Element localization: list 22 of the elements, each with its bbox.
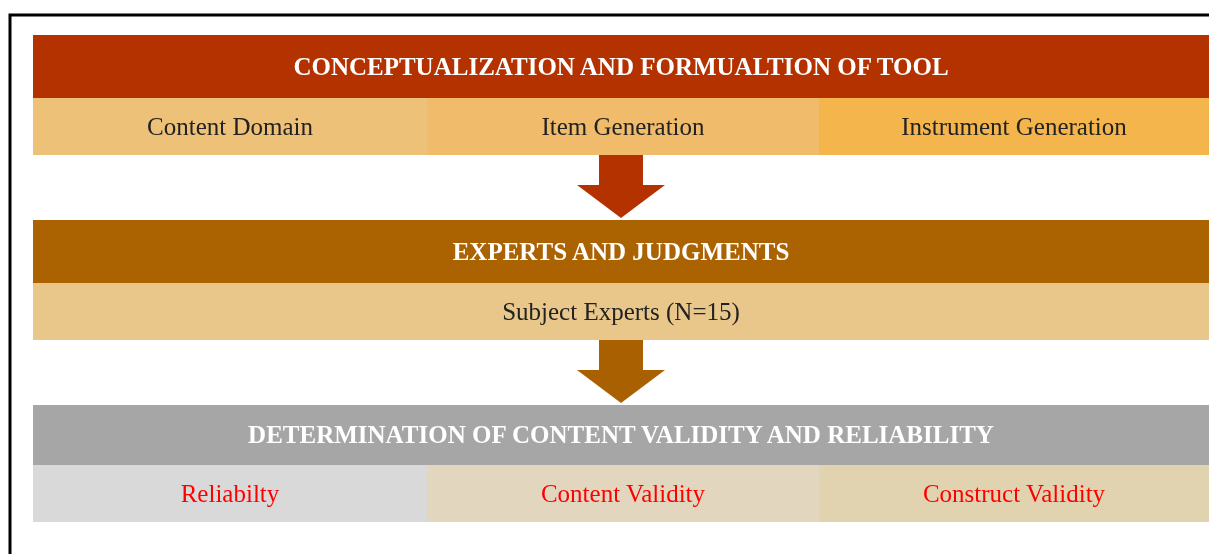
table-cell	[33, 283, 1209, 340]
cell-label: Instrument Generation	[901, 112, 1127, 141]
band-title: CONCEPTUALIZATION AND FORMUALTION OF TOOL	[293, 52, 949, 81]
block-arrow	[577, 155, 665, 218]
table-cell	[33, 465, 427, 522]
header-band	[33, 35, 1209, 98]
cell-label: Construct Validity	[922, 479, 1106, 508]
cell-label: Content Validity	[540, 479, 706, 508]
band-title: DETERMINATION OF CONTENT VALIDITY AND RELIABILITY	[248, 421, 994, 449]
cell-label: Reliabilty	[180, 479, 280, 508]
band-title: EXPERTS AND JUDGMENTS	[452, 237, 790, 266]
block-arrow	[577, 340, 665, 403]
table-cell	[427, 98, 819, 155]
table-cell	[427, 465, 819, 522]
table-cell	[33, 98, 427, 155]
cell-label: Subject Experts (N=15)	[502, 297, 740, 326]
cell-label: Content Domain	[147, 112, 313, 141]
header-band	[33, 220, 1209, 283]
table-cell	[819, 98, 1209, 155]
header-band	[33, 405, 1209, 465]
table-cell	[819, 465, 1209, 522]
cell-label: Item Generation	[541, 112, 705, 141]
